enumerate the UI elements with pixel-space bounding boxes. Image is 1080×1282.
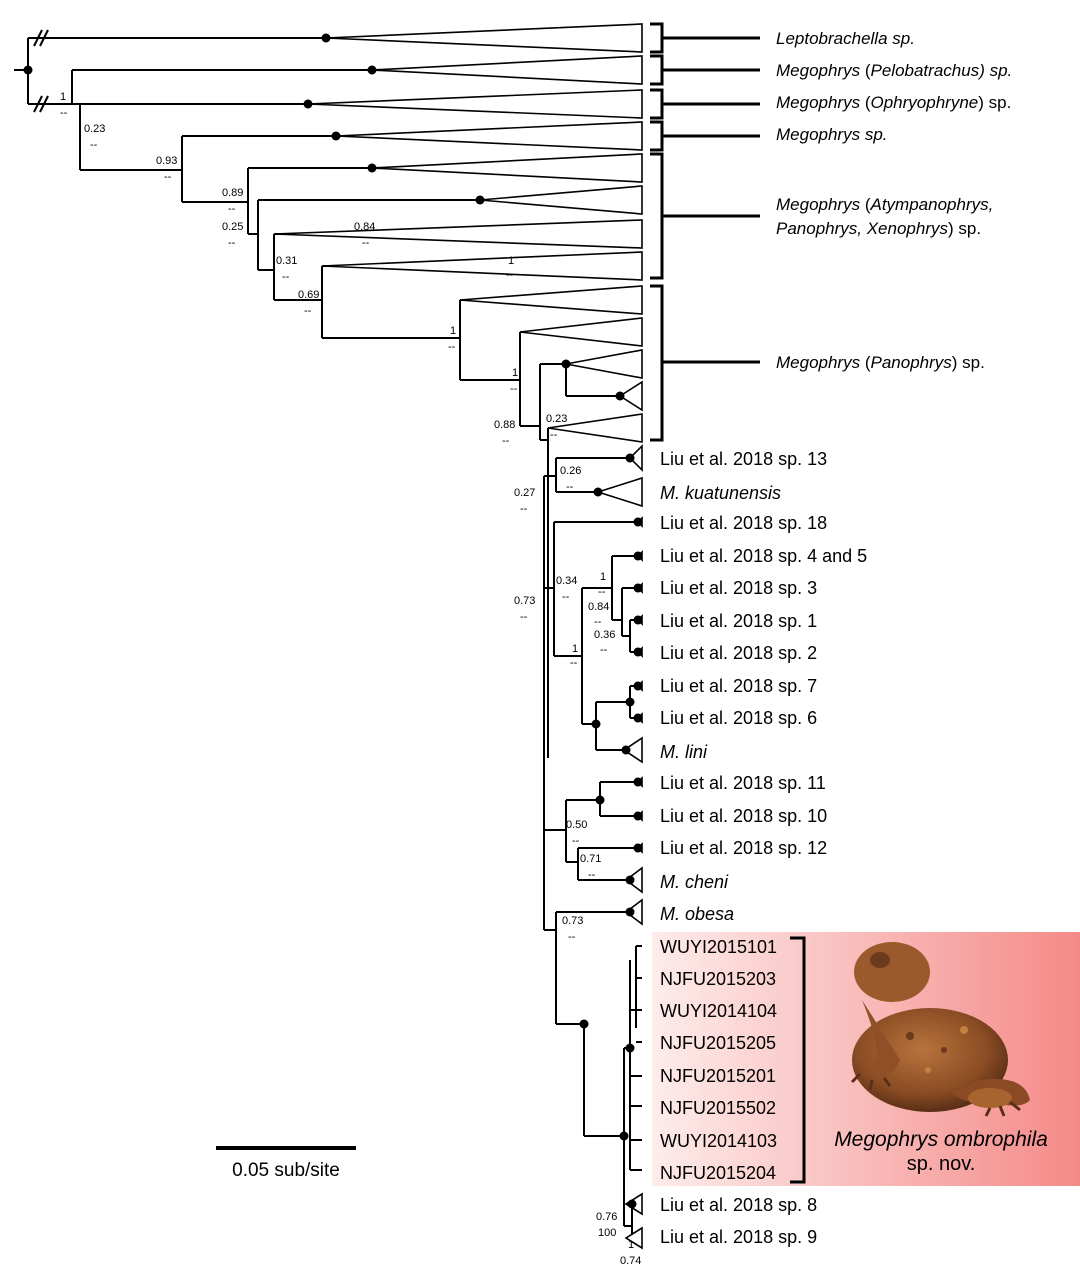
tip-label: Liu et al. 2018 sp. 10 <box>660 806 827 826</box>
tip-label: Liu et al. 2018 sp. 3 <box>660 578 817 598</box>
support-dash: -- <box>506 269 514 281</box>
support-value: 0.89 <box>222 187 243 199</box>
support-value: 0.26 <box>560 465 581 477</box>
tip-label: WUYI2015101 <box>660 937 777 957</box>
support-dash: -- <box>598 586 606 598</box>
support-dash: -- <box>90 139 98 151</box>
tip-label: Liu et al. 2018 sp. 6 <box>660 708 817 728</box>
support-dash: -- <box>600 644 608 656</box>
support-value: 0.84 <box>588 601 609 613</box>
support-value: 1 <box>60 91 66 103</box>
support-value: 0.69 <box>298 289 319 301</box>
support-value: 0.76 <box>596 1211 617 1223</box>
support-value: 1 <box>512 367 518 379</box>
support-dash: -- <box>448 341 456 353</box>
tip-label: WUYI2014104 <box>660 1001 777 1021</box>
clade-brackets <box>650 22 806 1184</box>
tip-label: M. kuatunensis <box>660 483 781 503</box>
support-value: 0.93 <box>156 155 177 167</box>
scale-bar-label: 0.05 sub/site <box>232 1160 340 1181</box>
tip-label: Liu et al. 2018 sp. 8 <box>660 1195 817 1215</box>
support-value: 0.31 <box>276 255 297 267</box>
support-dash: -- <box>510 383 518 395</box>
tip-label: Liu et al. 2018 sp. 11 <box>660 773 826 793</box>
tip-label: NJFU2015204 <box>660 1163 776 1183</box>
tip-label: Liu et al. 2018 sp. 18 <box>660 513 827 533</box>
clade-label-pelobatrachus: Megophrys (Pelobatrachus) sp. <box>776 61 1012 80</box>
support-value: 0.27 <box>514 487 535 499</box>
support-value: 0.84 <box>354 221 375 233</box>
support-value: 0.73 <box>562 915 583 927</box>
support-value: 0.88 <box>494 419 515 431</box>
support-value: 0.73 <box>514 595 535 607</box>
tip-label: NJFU2015205 <box>660 1033 776 1053</box>
clade-label-leptobrachella: Leptobrachella sp. <box>776 29 915 48</box>
support-value: 0.23 <box>546 413 567 425</box>
tip-label: Liu et al. 2018 sp. 13 <box>660 449 827 469</box>
support-dash: -- <box>594 616 602 628</box>
clade-label-panophrys: Megophrys (Panophrys) sp. <box>776 353 985 372</box>
support-values: 1 -- 0.23 -- 0.93 -- 0.89 -- 0.25 -- 0.8… <box>60 91 641 1267</box>
tip-label: Liu et al. 2018 sp. 7 <box>660 676 817 696</box>
tip-label: NJFU2015502 <box>660 1098 776 1118</box>
tip-label: Liu et al. 2018 sp. 9 <box>660 1227 817 1247</box>
tip-label: WUYI2014103 <box>660 1131 777 1151</box>
support-dash: -- <box>228 203 236 215</box>
frog-photo <box>850 942 1030 1117</box>
support-value: 1 <box>628 1239 634 1251</box>
support-dash: -- <box>520 503 528 515</box>
clade-labels: Leptobrachella sp. Megophrys (Pelobatrac… <box>776 29 1012 372</box>
support-dash: -- <box>550 429 558 441</box>
support-value: 0.50 <box>566 819 587 831</box>
support-dash: -- <box>568 931 576 943</box>
support-value: 0.71 <box>580 853 601 865</box>
support-dash: -- <box>362 237 370 249</box>
support-value: 1 <box>572 643 578 655</box>
tip-label: Liu et al. 2018 sp. 1 <box>660 611 817 631</box>
tree-branches <box>14 37 642 1239</box>
support-dash: -- <box>502 435 510 447</box>
support-dash: -- <box>572 835 580 847</box>
support-dash: -- <box>60 107 68 119</box>
support-value: 1 <box>600 571 606 583</box>
tip-label: Liu et al. 2018 sp. 2 <box>660 643 817 663</box>
support-value: 100 <box>598 1227 616 1239</box>
new-species-name: Megophrys ombrophila <box>834 1128 1048 1151</box>
support-dash: -- <box>520 611 528 623</box>
support-value: 1 <box>508 255 514 267</box>
support-value: 0.74 <box>620 1255 641 1267</box>
support-dash: -- <box>566 481 574 493</box>
support-value: 0.23 <box>84 123 105 135</box>
support-dash: -- <box>228 237 236 249</box>
tip-label: Liu et al. 2018 sp. 4 and 5 <box>660 546 867 566</box>
clade-label-megophrys-sp: Megophrys sp. <box>776 125 888 144</box>
branch-break-marks <box>33 29 49 113</box>
support-value: 0.34 <box>556 575 577 587</box>
support-value: 1 <box>450 325 456 337</box>
tip-labels: Liu et al. 2018 sp. 13 M. kuatunensis Li… <box>660 449 867 1247</box>
clade-label-ophryophryne: Megophrys (Ophryophryne) sp. <box>776 93 1011 112</box>
clade-label-atympanophrys: Megophrys (Atympanophrys, <box>776 195 993 214</box>
new-species-suffix: sp. nov. <box>907 1153 976 1175</box>
support-dash: -- <box>282 271 290 283</box>
support-dash: -- <box>570 657 578 669</box>
support-dash: -- <box>588 869 596 881</box>
tip-label: M. obesa <box>660 904 734 924</box>
tip-label: NJFU2015201 <box>660 1066 776 1086</box>
tip-label: NJFU2015203 <box>660 969 776 989</box>
tip-label: M. lini <box>660 742 708 762</box>
tip-label: Liu et al. 2018 sp. 12 <box>660 838 827 858</box>
support-dash: -- <box>562 591 570 603</box>
support-value: 0.36 <box>594 629 615 641</box>
support-dash: -- <box>304 305 312 317</box>
support-value: 0.25 <box>222 221 243 233</box>
tip-label: M. cheni <box>660 872 729 892</box>
node-markers <box>23 33 643 1209</box>
clade-label-atympanophrys-line2: Panophrys, Xenophrys) sp. <box>776 219 981 238</box>
support-dash: -- <box>164 171 172 183</box>
collapsed-clades <box>273 23 643 1250</box>
